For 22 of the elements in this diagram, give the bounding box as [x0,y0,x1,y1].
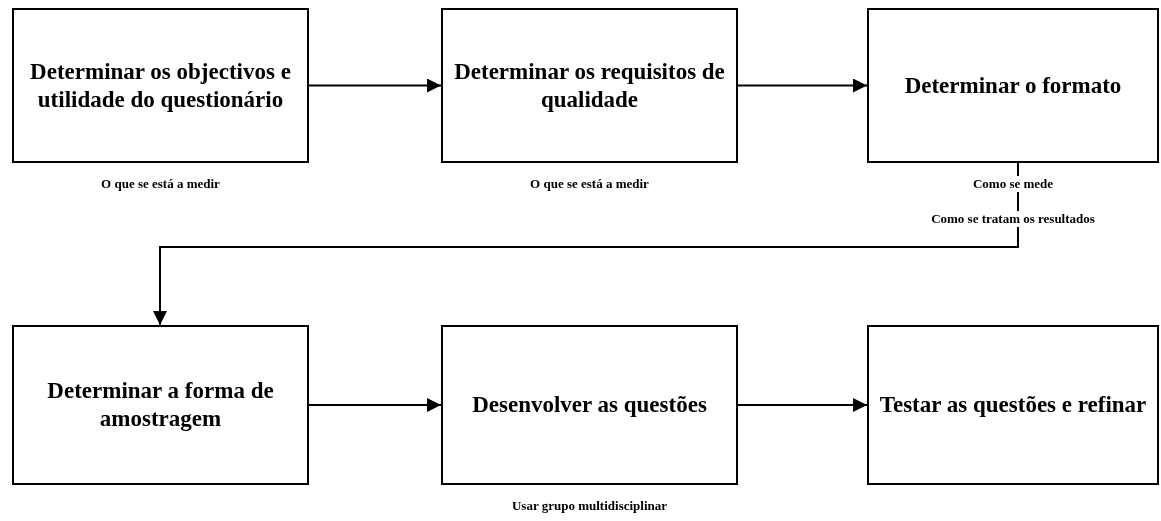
step-text: Desenvolver as questões [472,391,707,419]
process-box [441,325,738,485]
arrow [308,78,442,93]
arrow [737,398,868,412]
arrow [153,162,1019,326]
step-text: Determinar o formato [904,71,1122,100]
step-text: Determinar os requisitos de qualidade [453,57,726,114]
step-text: Determinar os objectivos e utilidade do questionário [29,57,292,114]
step-text: Determinar a forma de amostragem [46,377,275,433]
note-text: Como se mede [971,176,1055,192]
process-box [867,8,1159,163]
process-box [441,8,738,163]
process-box [867,325,1159,485]
arrow [308,398,442,412]
arrow [737,78,868,93]
process-box [12,8,309,163]
note-text: O que se está a medir [100,176,221,192]
note-text: Usar grupo multidisciplinar [510,498,669,514]
note-text: Como se tratam os resultados [930,211,1096,227]
step-text: Testar as questões e refinar [879,391,1147,419]
process-box [12,325,309,485]
note-text: O que se está a medir [529,176,650,192]
